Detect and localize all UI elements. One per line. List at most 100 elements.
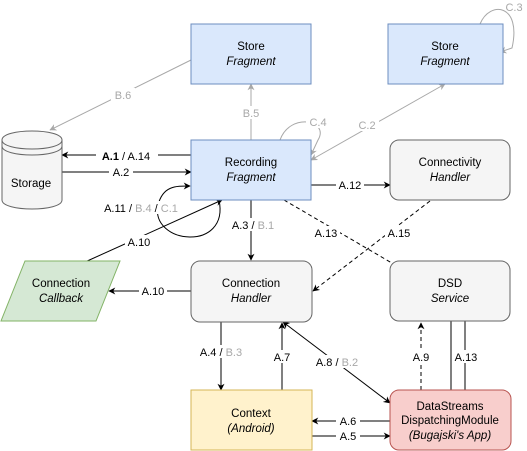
label-bg-a12 [336,178,364,191]
node-datastreams[interactable]: DataStreams DispatchingModule (Bugajski'… [389,389,512,451]
label-bg-a15 [385,226,413,239]
label-a4-group: A.4 / B.3 [200,347,242,359]
callback-subtitle: Callback [39,293,84,305]
label-a3-group: A.3 / B.1 [232,220,274,232]
node-context[interactable]: Context (Android) [190,389,313,451]
label-c1: C.1 [161,203,178,215]
label-a11-sep: / [126,203,135,215]
node-store-left[interactable]: Store Fragment [190,23,312,85]
label-b4-sep: / [152,203,161,215]
label-a11-group: A.11 / B.4 / C.1 [104,203,178,215]
context-box [190,389,313,451]
connectivity-subtitle: Handler [430,172,471,184]
node-connectivity[interactable]: Connectivity Handler [389,139,511,201]
label-b2: B.2 [342,357,359,369]
storage-label: Storage [11,178,51,190]
label-bg-a4 [196,345,246,358]
datastreams-box [389,389,512,451]
node-store-right[interactable]: Store Fragment [387,23,504,85]
label-a10-top: A.10 [128,237,151,249]
label-b6: B.6 [115,90,132,102]
label-bg-c2 [355,118,379,131]
label-a12: A.12 [339,180,362,192]
label-a8-group: A.8 / B.2 [316,357,358,369]
connection-box [190,260,313,323]
label-a8-sep: / [332,357,341,369]
node-connection[interactable]: Connection Handler [190,260,313,323]
store-right-subtitle: Fragment [420,56,470,68]
label-bg-b5 [239,106,263,119]
label-bg-a11 [100,201,182,214]
label-a3: A.3 [232,220,249,232]
label-a8: A.8 [316,357,333,369]
datastreams-title: DataStreams [416,401,483,413]
label-a13-v: A.13 [455,352,478,364]
edge-labels: B.6 B.5 C.3 C.4 C.2 A.1 / A.14 A.2 A.12 … [96,2,523,443]
node-callback[interactable]: Connection Callback [0,260,121,322]
label-bg-a2 [109,165,133,178]
edge-a15 [312,200,431,292]
label-a11: A.11 [104,203,126,215]
label-a4-sep: / [216,347,225,359]
label-bg-a3 [230,218,278,231]
connection-subtitle: Handler [231,293,272,305]
label-a1: A.1 [102,151,119,163]
label-bg-a1 [96,149,158,162]
recording-title: Recording [225,157,277,169]
label-bg-a13-v [452,350,480,363]
label-a9: A.9 [413,352,430,364]
dsd-title: DSD [438,278,462,290]
label-a13-diag: A.13 [315,228,338,240]
label-c3: C.3 [505,2,522,14]
label-b4: B.4 [135,203,152,215]
recording-box [190,139,312,201]
label-a14: A.14 [128,151,151,163]
edge-a10-top [84,199,223,263]
label-bg-a13-diag [312,226,340,239]
label-a3-sep: / [248,220,257,232]
edge-a11 [157,182,221,238]
label-a5: A.5 [340,431,357,443]
datastreams-app: (Bugajski's App) [409,430,491,442]
label-b3: B.3 [226,347,243,359]
label-a15: A.15 [388,228,411,240]
recording-subtitle: Fragment [226,172,276,184]
node-dsd[interactable]: DSD Service [389,260,511,322]
connection-title: Connection [222,278,280,290]
connectivity-title: Connectivity [419,157,482,169]
label-b1: B.1 [258,220,275,232]
label-a10-left: A.10 [142,286,165,298]
dsd-box [389,260,511,322]
node-storage[interactable]: Storage [1,130,63,210]
label-bg-a6 [336,414,360,427]
label-a2: A.2 [113,167,130,179]
label-b5: B.5 [243,108,260,120]
store-left-box [190,23,312,85]
label-c2: C.2 [358,120,375,132]
label-a1-group: A.1 / A.14 [102,151,150,163]
label-bg-c4 [306,115,330,128]
store-left-subtitle: Fragment [226,56,276,68]
node-recording[interactable]: Recording Fragment [190,139,312,201]
storage-cylinder-rim [1,139,63,156]
callback-title: Connection [32,278,90,290]
callback-shape [0,260,121,322]
datastreams-module: DispatchingModule [401,415,499,427]
label-c4: C.4 [309,117,326,129]
label-a1-sep: / [119,151,128,163]
edge-c3 [479,9,515,54]
context-subtitle: (Android) [227,423,274,435]
label-bg-a9 [409,350,433,363]
connectivity-box [389,139,511,201]
store-right-box [387,23,504,85]
label-bg-a10-left [139,284,167,297]
store-left-title: Store [237,41,265,53]
label-bg-a7 [270,350,294,363]
label-a6: A.6 [340,416,357,428]
label-bg-b6 [111,88,135,101]
store-right-title: Store [431,41,459,53]
context-title: Context [231,408,271,420]
nodes: Store Fragment Store Fragment Storage Re… [0,23,512,451]
label-a7: A.7 [274,352,291,364]
